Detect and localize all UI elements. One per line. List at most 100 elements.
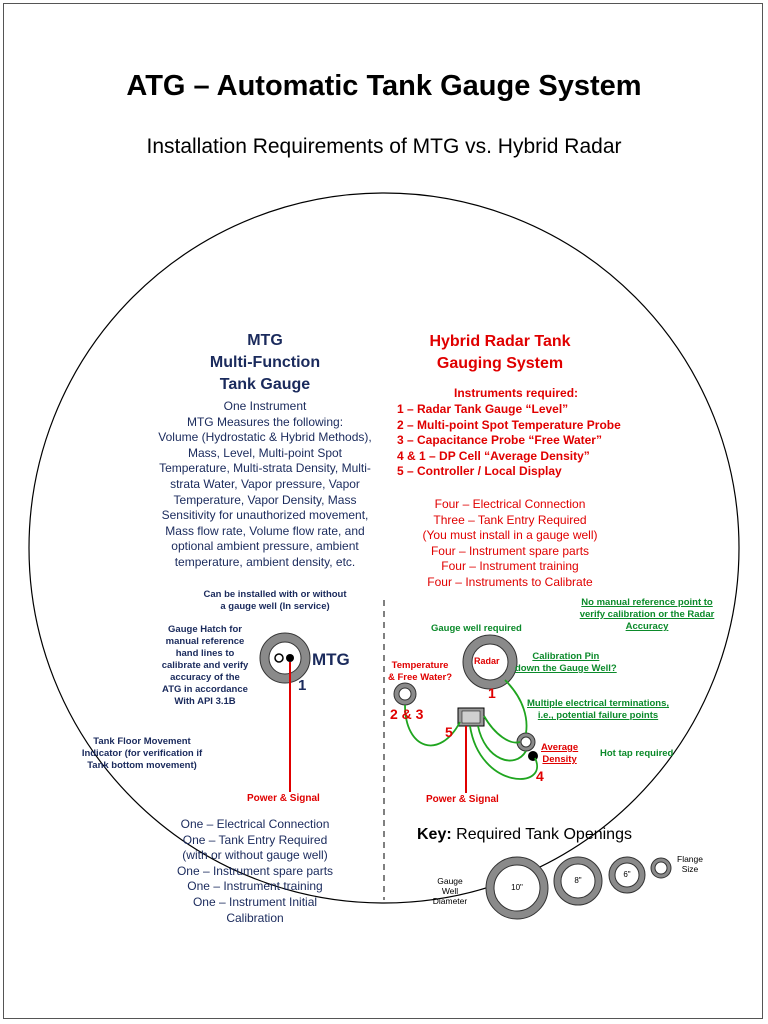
- instrument-item: 4 & 1 – DP Cell “Average Density”: [397, 448, 590, 463]
- instrument-item: 3 – Capacitance Probe “Free Water”: [397, 433, 602, 448]
- no-ref-line: No manual reference point to: [581, 597, 713, 608]
- mtg-heading-line: Multi-Function: [209, 354, 321, 371]
- mtg-install-note-line: a gauge well (In service): [220, 601, 330, 612]
- mtg-desc-line: Temperature, Vapor Density, Mass: [173, 492, 357, 507]
- gwd-line: Well: [441, 886, 459, 896]
- floor-note-line: Tank Floor Movement: [93, 736, 191, 747]
- average-density-label: Average Density: [541, 742, 578, 766]
- hot-tap-note: Hot tap required: [600, 748, 674, 759]
- radar-summary-line: Four – Instruments to Calibrate: [427, 574, 593, 589]
- key-legend: Key: Required Tank Openings: [417, 826, 632, 844]
- key-label: Key:: [417, 826, 452, 843]
- mtg-desc-line: temperature, ambient density, etc.: [174, 554, 356, 569]
- mtg-summary-line: One – Electrical Connection: [180, 817, 330, 831]
- avg-density-line: Average: [541, 742, 579, 753]
- radar-heading-line: Hybrid Radar Tank: [429, 333, 571, 350]
- dp-cell-number-4: 4: [536, 768, 544, 784]
- floor-note-line: Indicator (for verification if: [81, 748, 203, 759]
- wiring-lines: [404, 679, 538, 780]
- multi-term-line: i.e., potential failure points: [537, 710, 659, 721]
- mtg-summary-line: Calibration: [226, 910, 284, 925]
- flange-size-line: Size: [681, 864, 699, 874]
- temp-fw-line: & Free Water?: [388, 672, 453, 683]
- mtg-summary-line: One – Instrument training: [187, 879, 323, 894]
- mtg-desc-line: Volume (Hydrostatic & Hybrid Methods),: [158, 430, 372, 445]
- instrument-item: 1 – Radar Tank Gauge “Level”: [397, 402, 569, 416]
- temp-free-water-label: Temperature & Free Water?: [388, 660, 452, 684]
- no-ref-line: Accuracy: [625, 621, 669, 632]
- hatch-note-line: With API 3.1B: [174, 696, 236, 707]
- key-size-8: 8": [574, 876, 582, 885]
- mtg-heading-line: MTG: [247, 332, 283, 349]
- key-size-6: 6": [623, 870, 631, 879]
- mtg-heading-line: Tank Gauge: [219, 376, 311, 393]
- instruments-title: Instruments required:: [454, 386, 579, 400]
- page-subtitle: Installation Requirements of MTG vs. Hyb…: [146, 135, 622, 158]
- radar-summary: Four – Electrical Connection Three – Tan…: [400, 497, 620, 591]
- mtg-description: One Instrument MTG Measures the followin…: [130, 399, 400, 571]
- radar-summary-line: Three – Tank Entry Required: [433, 512, 587, 527]
- gwd-line: Diameter: [432, 896, 468, 906]
- flange-size-label: Flange Size: [670, 854, 710, 874]
- hatch-note-line: calibrate and verify: [161, 660, 249, 671]
- mtg-summary: One – Electrical Connection One – Tank E…: [160, 817, 350, 926]
- flange-size-line: Flange: [677, 854, 703, 864]
- key-flange-4-icon: [650, 857, 672, 879]
- gauge-well-note: Gauge well required: [431, 623, 522, 634]
- radar-gauge-icon: [462, 634, 518, 690]
- instruments-list: 1 – Radar Tank Gauge “Level” 2 – Multi-p…: [397, 402, 657, 480]
- mtg-heading: MTG Multi-Function Tank Gauge: [160, 330, 370, 396]
- instrument-item: 2 – Multi-point Spot Temperature Probe: [397, 417, 621, 432]
- radar-summary-line: Four – Instrument spare parts: [430, 543, 590, 558]
- mtg-desc-line: strata Water, Vapor pressure, Vapor: [170, 476, 360, 491]
- key-flange-6-icon: [608, 856, 646, 894]
- temp-fw-line: Temperature: [391, 660, 449, 671]
- key-flange-8-icon: [553, 856, 603, 906]
- hatch-note-line: ATG in accordance: [162, 684, 248, 695]
- gwd-line: Gauge: [437, 876, 463, 886]
- mtg-summary-line: One – Instrument Initial: [192, 894, 318, 909]
- mtg-desc-line: One Instrument: [223, 399, 307, 413]
- gauge-hatch-note: Gauge Hatch for manual reference hand li…: [140, 624, 270, 708]
- probe-number-2-3: 2 & 3: [390, 706, 424, 722]
- mtg-summary-line: (with or without gauge well): [182, 848, 328, 863]
- radar-summary-line: (You must install in a gauge well): [422, 528, 598, 543]
- key-text: Required Tank Openings: [456, 826, 632, 843]
- mtg-power-signal-label: Power & Signal: [247, 793, 320, 804]
- page-frame: [3, 3, 763, 1019]
- radar-summary-line: Four – Instrument training: [441, 559, 579, 574]
- mtg-desc-line: optional ambient pressure, ambient: [171, 539, 359, 554]
- mtg-gauge-label: MTG: [312, 650, 350, 669]
- page-title: ATG – Automatic Tank Gauge System: [126, 70, 642, 102]
- controller-icon: [457, 707, 485, 727]
- radar-heading-line: Gauging System: [436, 355, 564, 372]
- multiple-terminations-note: Multiple electrical terminations, i.e., …: [527, 698, 669, 722]
- radar-label: Radar: [474, 656, 500, 666]
- mtg-install-note-line: Can be installed with or without: [203, 589, 347, 600]
- avg-density-line: Density: [542, 754, 577, 765]
- radar-power-signal-label: Power & Signal: [426, 794, 499, 805]
- hatch-note-line: hand lines to: [175, 648, 235, 659]
- instrument-item: 5 – Controller / Local Display: [397, 464, 562, 479]
- key-flange-10-icon: [485, 856, 549, 920]
- no-reference-note: No manual reference point to verify cali…: [558, 597, 736, 633]
- hatch-note-line: accuracy of the: [170, 672, 240, 683]
- mtg-summary-line: One – Instrument spare parts: [176, 863, 334, 878]
- floor-note-line: Tank bottom movement): [87, 760, 197, 771]
- calibration-pin-note: Calibration Pin down the Gauge Well?: [515, 651, 617, 675]
- mtg-install-note: Can be installed with or without a gauge…: [170, 589, 380, 613]
- tank-outline: [28, 192, 740, 904]
- gauge-well-diameter-label: Gauge Well Diameter: [430, 876, 470, 906]
- mtg-desc-line: Mass flow rate, Volume flow rate, and: [165, 523, 365, 538]
- mtg-desc-line: MTG Measures the following:: [186, 414, 344, 429]
- mtg-desc-line: Mass, Level, Multi-point Spot: [187, 445, 343, 460]
- cal-pin-line: Calibration Pin: [532, 651, 600, 662]
- controller-number-5: 5: [445, 724, 453, 740]
- floor-movement-note: Tank Floor Movement Indicator (for verif…: [52, 736, 232, 772]
- mtg-desc-line: Sensitivity for unauthorized movement,: [161, 508, 369, 523]
- key-size-10: 10": [511, 883, 523, 892]
- hatch-note-line: Gauge Hatch for: [168, 624, 242, 635]
- mtg-gauge-number: 1: [298, 677, 307, 694]
- radar-summary-line: Four – Electrical Connection: [434, 497, 586, 511]
